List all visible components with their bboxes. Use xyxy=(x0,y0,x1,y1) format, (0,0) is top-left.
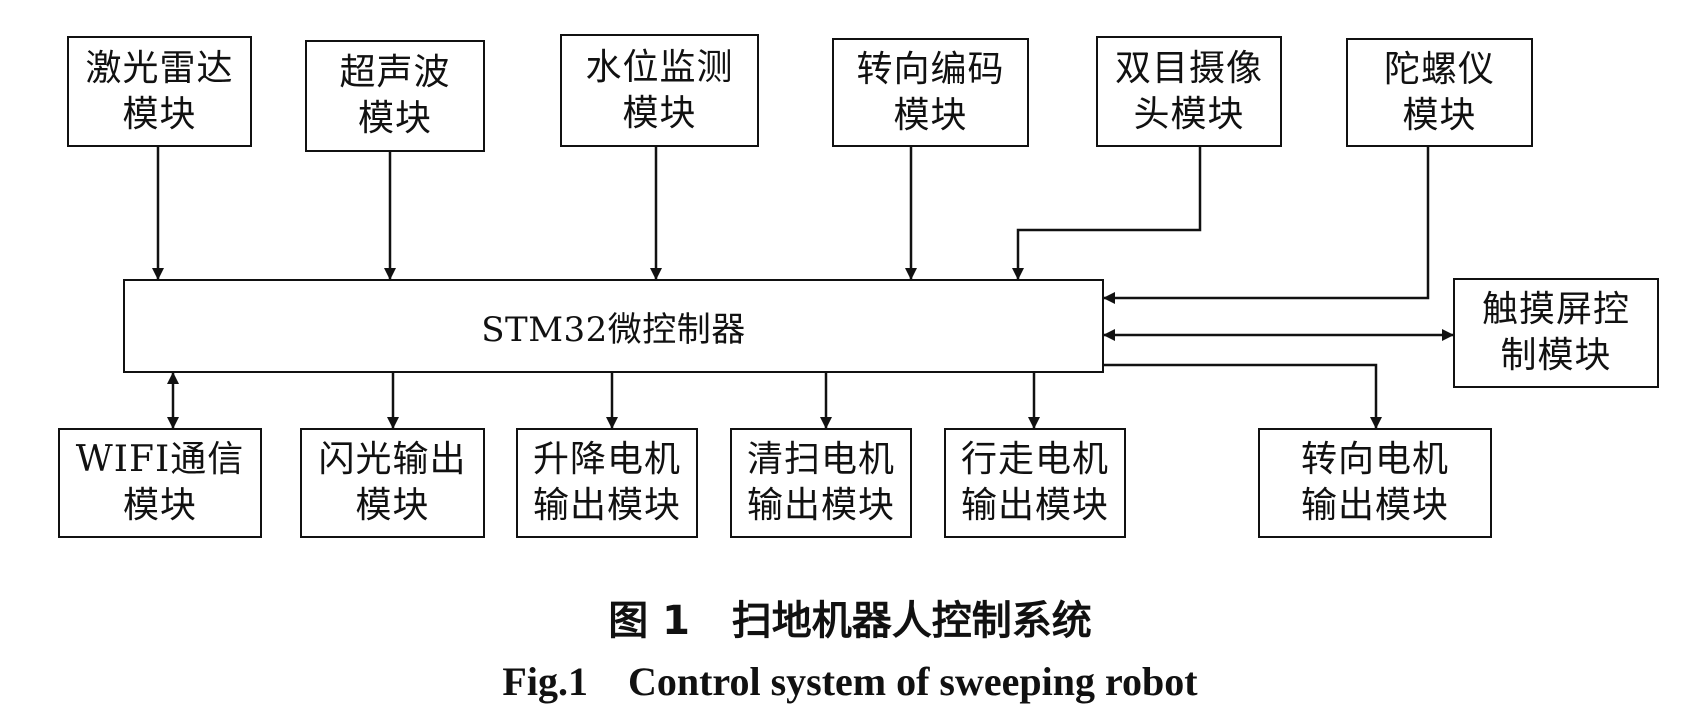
figure-caption-chinese: 图 1 扫地机器人控制系统 xyxy=(608,598,1092,644)
steering-motor-module-box: 转向电机 输出模块 xyxy=(1258,428,1492,538)
drive-motor-module-label: 行走电机 输出模块 xyxy=(960,439,1109,526)
gyroscope-module-label: 陀螺仪 模块 xyxy=(1383,48,1495,136)
arrow-camera-to-mcu xyxy=(1012,147,1202,280)
arrow-mcu-to-steering-motor xyxy=(1104,363,1382,429)
steering-encoder-module-box: 转向编码 模块 xyxy=(832,38,1029,147)
stereo-camera-module-label: 双目摄像 头模块 xyxy=(1114,47,1263,135)
wifi-module-label: WIFI通信 模块 xyxy=(75,439,245,526)
water-level-module-label: 水位监测 模块 xyxy=(585,46,734,134)
water-level-module-box: 水位监测 模块 xyxy=(560,34,759,147)
cleaning-motor-module-box: 清扫电机 输出模块 xyxy=(730,428,912,538)
steering-encoder-module-label: 转向编码 模块 xyxy=(856,48,1005,136)
arrow-gyroscope-to-mcu xyxy=(1103,147,1430,304)
ultrasonic-module-box: 超声波 模块 xyxy=(305,40,485,152)
flash-output-module-box: 闪光输出 模块 xyxy=(300,428,485,538)
stm32-controller-box: STM32微控制器 xyxy=(123,279,1104,373)
drive-motor-module-box: 行走电机 输出模块 xyxy=(944,428,1126,538)
stereo-camera-module-box: 双目摄像 头模块 xyxy=(1096,36,1282,147)
figure-caption-english: Fig.1 Control system of sweeping robot xyxy=(502,659,1198,704)
flash-output-module-label: 闪光输出 模块 xyxy=(318,439,467,526)
lidar-module-box: 激光雷达 模块 xyxy=(67,36,252,147)
lift-motor-module-box: 升降电机 输出模块 xyxy=(516,428,698,538)
ultrasonic-module-label: 超声波 模块 xyxy=(339,52,451,139)
touchscreen-module-label: 触摸屏控 制模块 xyxy=(1481,289,1630,376)
lidar-module-label: 激光雷达 模块 xyxy=(85,47,234,135)
touchscreen-module-box: 触摸屏控 制模块 xyxy=(1453,278,1659,388)
lift-motor-module-label: 升降电机 输出模块 xyxy=(532,439,681,526)
stm32-controller-label: STM32微控制器 xyxy=(481,309,746,350)
gyroscope-module-box: 陀螺仪 模块 xyxy=(1346,38,1533,147)
cleaning-motor-module-label: 清扫电机 输出模块 xyxy=(746,439,895,526)
wifi-module-box: WIFI通信 模块 xyxy=(58,428,262,538)
steering-motor-module-label: 转向电机 输出模块 xyxy=(1300,439,1449,526)
